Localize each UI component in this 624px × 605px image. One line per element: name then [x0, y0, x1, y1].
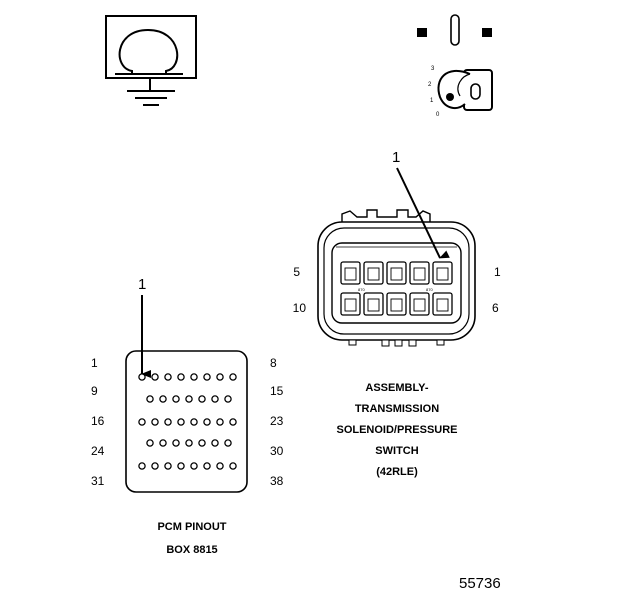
pcm-row-label-left: 1: [91, 356, 98, 370]
connector-caption-line-2: TRANSMISSION: [355, 403, 439, 415]
connector-caption: ASSEMBLY- TRANSMISSION SOLENOID/PRESSURE…: [336, 382, 457, 478]
pcm-pin: [203, 462, 211, 470]
figure-number: 55736: [459, 575, 501, 592]
pcm-pin: [177, 418, 185, 426]
pcm-pin-labels: 1 8 9 15 16 23 24 30 31 38: [91, 356, 284, 488]
connector-callout-arrow: [396, 167, 450, 259]
pcm-pin: [198, 395, 206, 403]
pcm-pin: [224, 439, 232, 447]
connector-pin-bottom-right: 6: [492, 301, 499, 315]
key-position-0: 0: [436, 112, 440, 118]
pcm-row-label-right: 15: [270, 384, 284, 398]
pcm-pin: [203, 373, 211, 381]
pcm-caption-line-1: PCM PINOUT: [157, 521, 226, 533]
pcm-row-label-left: 16: [91, 414, 105, 428]
connector-cavity: [363, 292, 384, 316]
pcm-pin: [159, 439, 167, 447]
ignition-key-icon: 3 2 1 0: [417, 14, 493, 118]
pcm-pin: [164, 373, 172, 381]
connector-pin-top-left: 5: [293, 265, 300, 279]
pcm-pin: [190, 462, 198, 470]
pcm-pin: [190, 418, 198, 426]
pcm-pin: [138, 373, 146, 381]
pcm-pin: [146, 395, 154, 403]
pcm-pin: [164, 418, 172, 426]
pcm-pin: [211, 395, 219, 403]
connector-cavity: [432, 261, 453, 285]
connector-cavity: [386, 292, 407, 316]
pcm-row-label-left: 31: [91, 474, 105, 488]
connector-cavity: [409, 261, 430, 285]
pcm-pin: [172, 395, 180, 403]
pcm-row-label-left: 9: [91, 384, 98, 398]
connector-cavity: [386, 261, 407, 285]
pcm-pin: [172, 439, 180, 447]
pcm-caption-line-2: BOX 8815: [166, 544, 217, 556]
pcm-pin: [138, 462, 146, 470]
connector-caption-line-4: SWITCH: [375, 445, 418, 457]
pcm-pin: [151, 373, 159, 381]
pcm-pin: [164, 462, 172, 470]
pcm-pin: [198, 439, 206, 447]
connector-cavity: [340, 292, 361, 316]
pcm-row-label-right: 8: [270, 356, 277, 370]
pcm-pin: [216, 418, 224, 426]
connector-cavity: [340, 261, 361, 285]
pcm-pin: [146, 439, 154, 447]
pcm-pin: [203, 418, 211, 426]
pcm-row-label-right: 30: [270, 444, 284, 458]
connector-callout-number: 1: [392, 149, 400, 166]
pcm-row-label-right: 23: [270, 414, 284, 428]
pcm-pin: [177, 373, 185, 381]
pcm-pin-grid: [138, 373, 237, 470]
cavity-mark-right: 870: [426, 287, 433, 292]
connector-pin-bottom-left: 10: [293, 301, 307, 315]
connector-cavity: [363, 261, 384, 285]
key-position-3: 3: [431, 66, 435, 72]
pcm-pinout-box: [125, 350, 248, 493]
connector-cavity: [409, 292, 430, 316]
solenoid-connector: 870 870: [317, 209, 476, 347]
key-position-2: 2: [428, 82, 432, 88]
pcm-pin: [159, 395, 167, 403]
pcm-pin: [151, 418, 159, 426]
ground-symbol-icon: [105, 15, 197, 106]
connector-caption-line-5: (42RLE): [376, 466, 418, 478]
pcm-pin: [229, 462, 237, 470]
pcm-pin: [211, 439, 219, 447]
connector-pin-top-right: 1: [494, 265, 501, 279]
pcm-pin: [185, 395, 193, 403]
pcm-callout-number: 1: [138, 276, 146, 293]
pcm-pin: [138, 418, 146, 426]
pcm-pin: [229, 418, 237, 426]
pcm-pin: [185, 439, 193, 447]
connector-caption-line-1: ASSEMBLY-: [365, 382, 429, 394]
pcm-pin: [224, 395, 232, 403]
connector-cavity: [432, 292, 453, 316]
pcm-pin: [216, 373, 224, 381]
pcm-pin: [190, 373, 198, 381]
connector-caption-line-3: SOLENOID/PRESSURE: [336, 424, 457, 436]
key-position-1: 1: [430, 98, 434, 104]
connector-cavities: [340, 261, 453, 316]
pcm-pin: [151, 462, 159, 470]
pcm-pin: [216, 462, 224, 470]
pcm-row-label-right: 38: [270, 474, 284, 488]
pcm-row-label-left: 24: [91, 444, 105, 458]
pcm-pin: [229, 373, 237, 381]
cavity-mark-left: 870: [358, 287, 365, 292]
pcm-pin: [177, 462, 185, 470]
